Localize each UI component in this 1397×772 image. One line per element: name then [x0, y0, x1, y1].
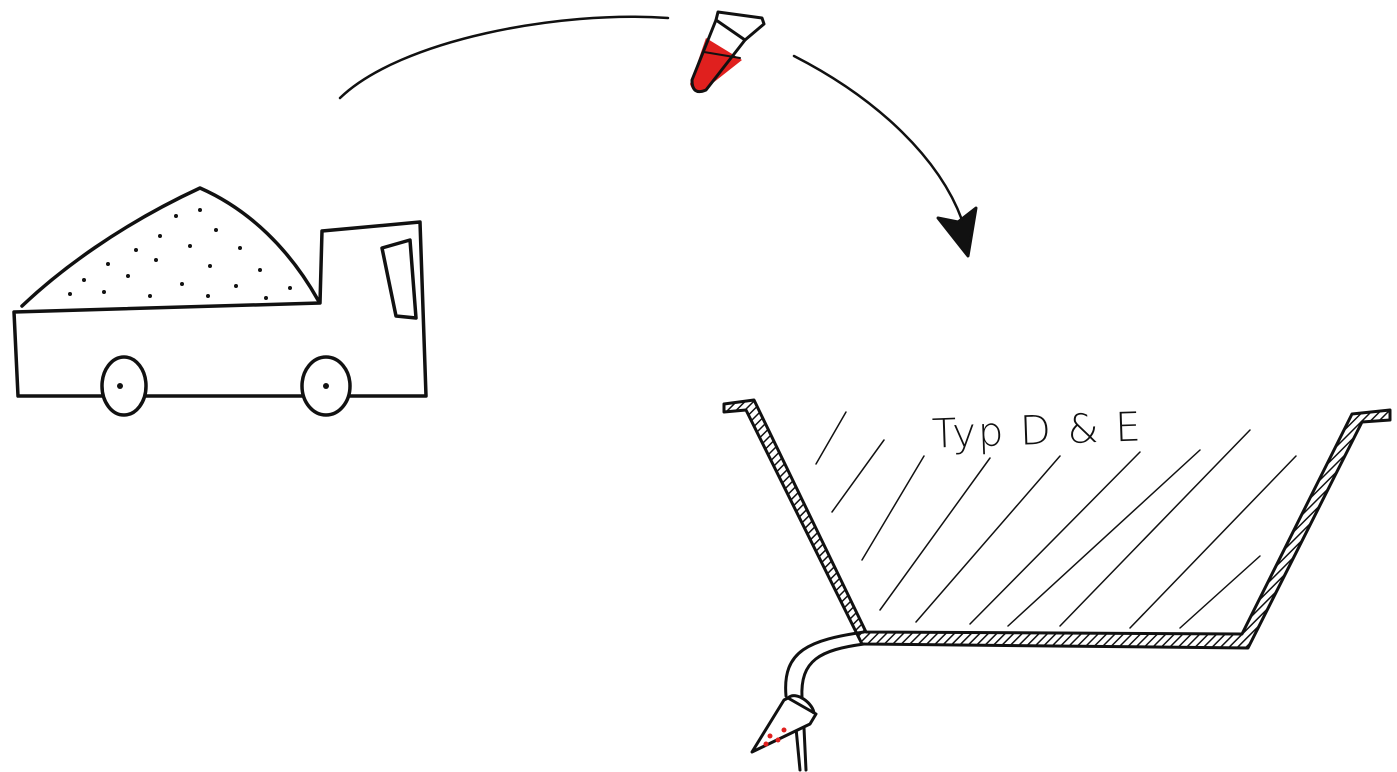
transport-arrow	[338, 15, 978, 258]
arrow-arc-left	[338, 15, 670, 100]
dump-truck	[12, 186, 428, 417]
landfill-fill-lines	[815, 411, 1297, 629]
wheel-rear	[100, 355, 148, 417]
truck-body	[12, 220, 428, 398]
sample-tube-icon	[690, 10, 766, 94]
landfill-liner	[722, 398, 1392, 650]
sand-dots	[68, 208, 292, 300]
leachate-collector-icon	[750, 694, 818, 754]
arrow-arc-right	[792, 54, 964, 222]
arrow-head-icon	[936, 206, 978, 258]
landfill-cross-section	[722, 398, 1392, 772]
truck-window	[380, 238, 418, 320]
landfill-type-label: Typ D & E	[931, 404, 1144, 458]
sand-pile	[20, 186, 320, 308]
wheel-front	[300, 355, 352, 417]
drainage-pipe	[784, 630, 866, 772]
